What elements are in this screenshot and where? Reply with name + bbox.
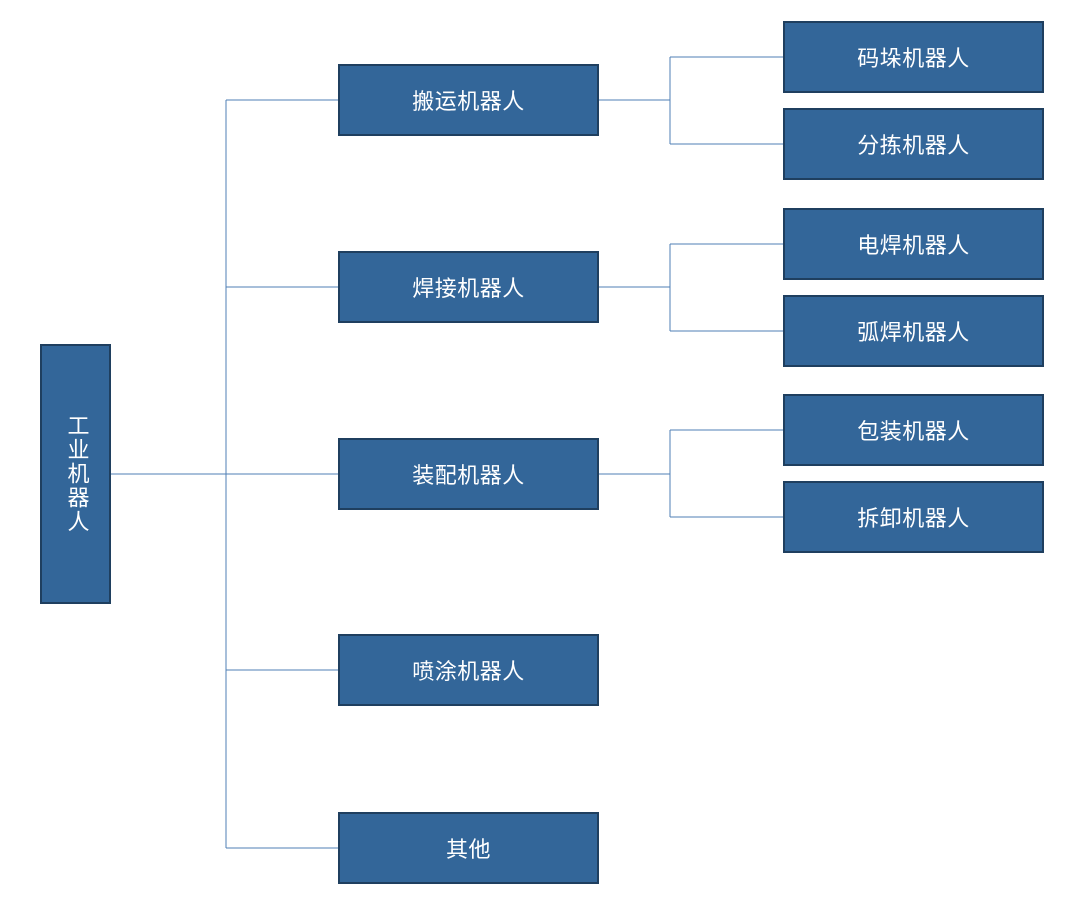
node-handling-robot[interactable]: 搬运机器人 bbox=[338, 64, 599, 136]
root-node[interactable]: 工业机器人 bbox=[40, 344, 111, 604]
node-assembly-robot[interactable]: 装配机器人 bbox=[338, 438, 599, 510]
node-label: 其他 bbox=[445, 838, 491, 863]
node-electric-welding-robot[interactable]: 电焊机器人 bbox=[783, 208, 1044, 280]
node-welding-robot[interactable]: 焊接机器人 bbox=[338, 251, 599, 323]
node-palletizing-robot[interactable]: 码垛机器人 bbox=[783, 21, 1044, 93]
node-disassembly-robot[interactable]: 拆卸机器人 bbox=[783, 481, 1044, 553]
node-label: 电焊机器人 bbox=[857, 234, 970, 259]
node-packaging-robot[interactable]: 包装机器人 bbox=[783, 394, 1044, 466]
node-spraying-robot[interactable]: 喷涂机器人 bbox=[338, 634, 599, 706]
node-label: 分拣机器人 bbox=[857, 134, 970, 159]
node-label: 搬运机器人 bbox=[412, 90, 525, 115]
node-label: 码垛机器人 bbox=[857, 47, 970, 72]
node-sorting-robot[interactable]: 分拣机器人 bbox=[783, 108, 1044, 180]
node-label: 装配机器人 bbox=[412, 464, 525, 489]
node-label: 拆卸机器人 bbox=[857, 507, 970, 532]
node-arc-welding-robot[interactable]: 弧焊机器人 bbox=[783, 295, 1044, 367]
node-label: 焊接机器人 bbox=[412, 277, 525, 302]
node-label: 弧焊机器人 bbox=[857, 321, 970, 346]
node-label: 喷涂机器人 bbox=[412, 660, 525, 685]
node-label: 包装机器人 bbox=[857, 420, 970, 445]
root-node-label: 工业机器人 bbox=[63, 414, 89, 534]
node-other[interactable]: 其他 bbox=[338, 812, 599, 884]
